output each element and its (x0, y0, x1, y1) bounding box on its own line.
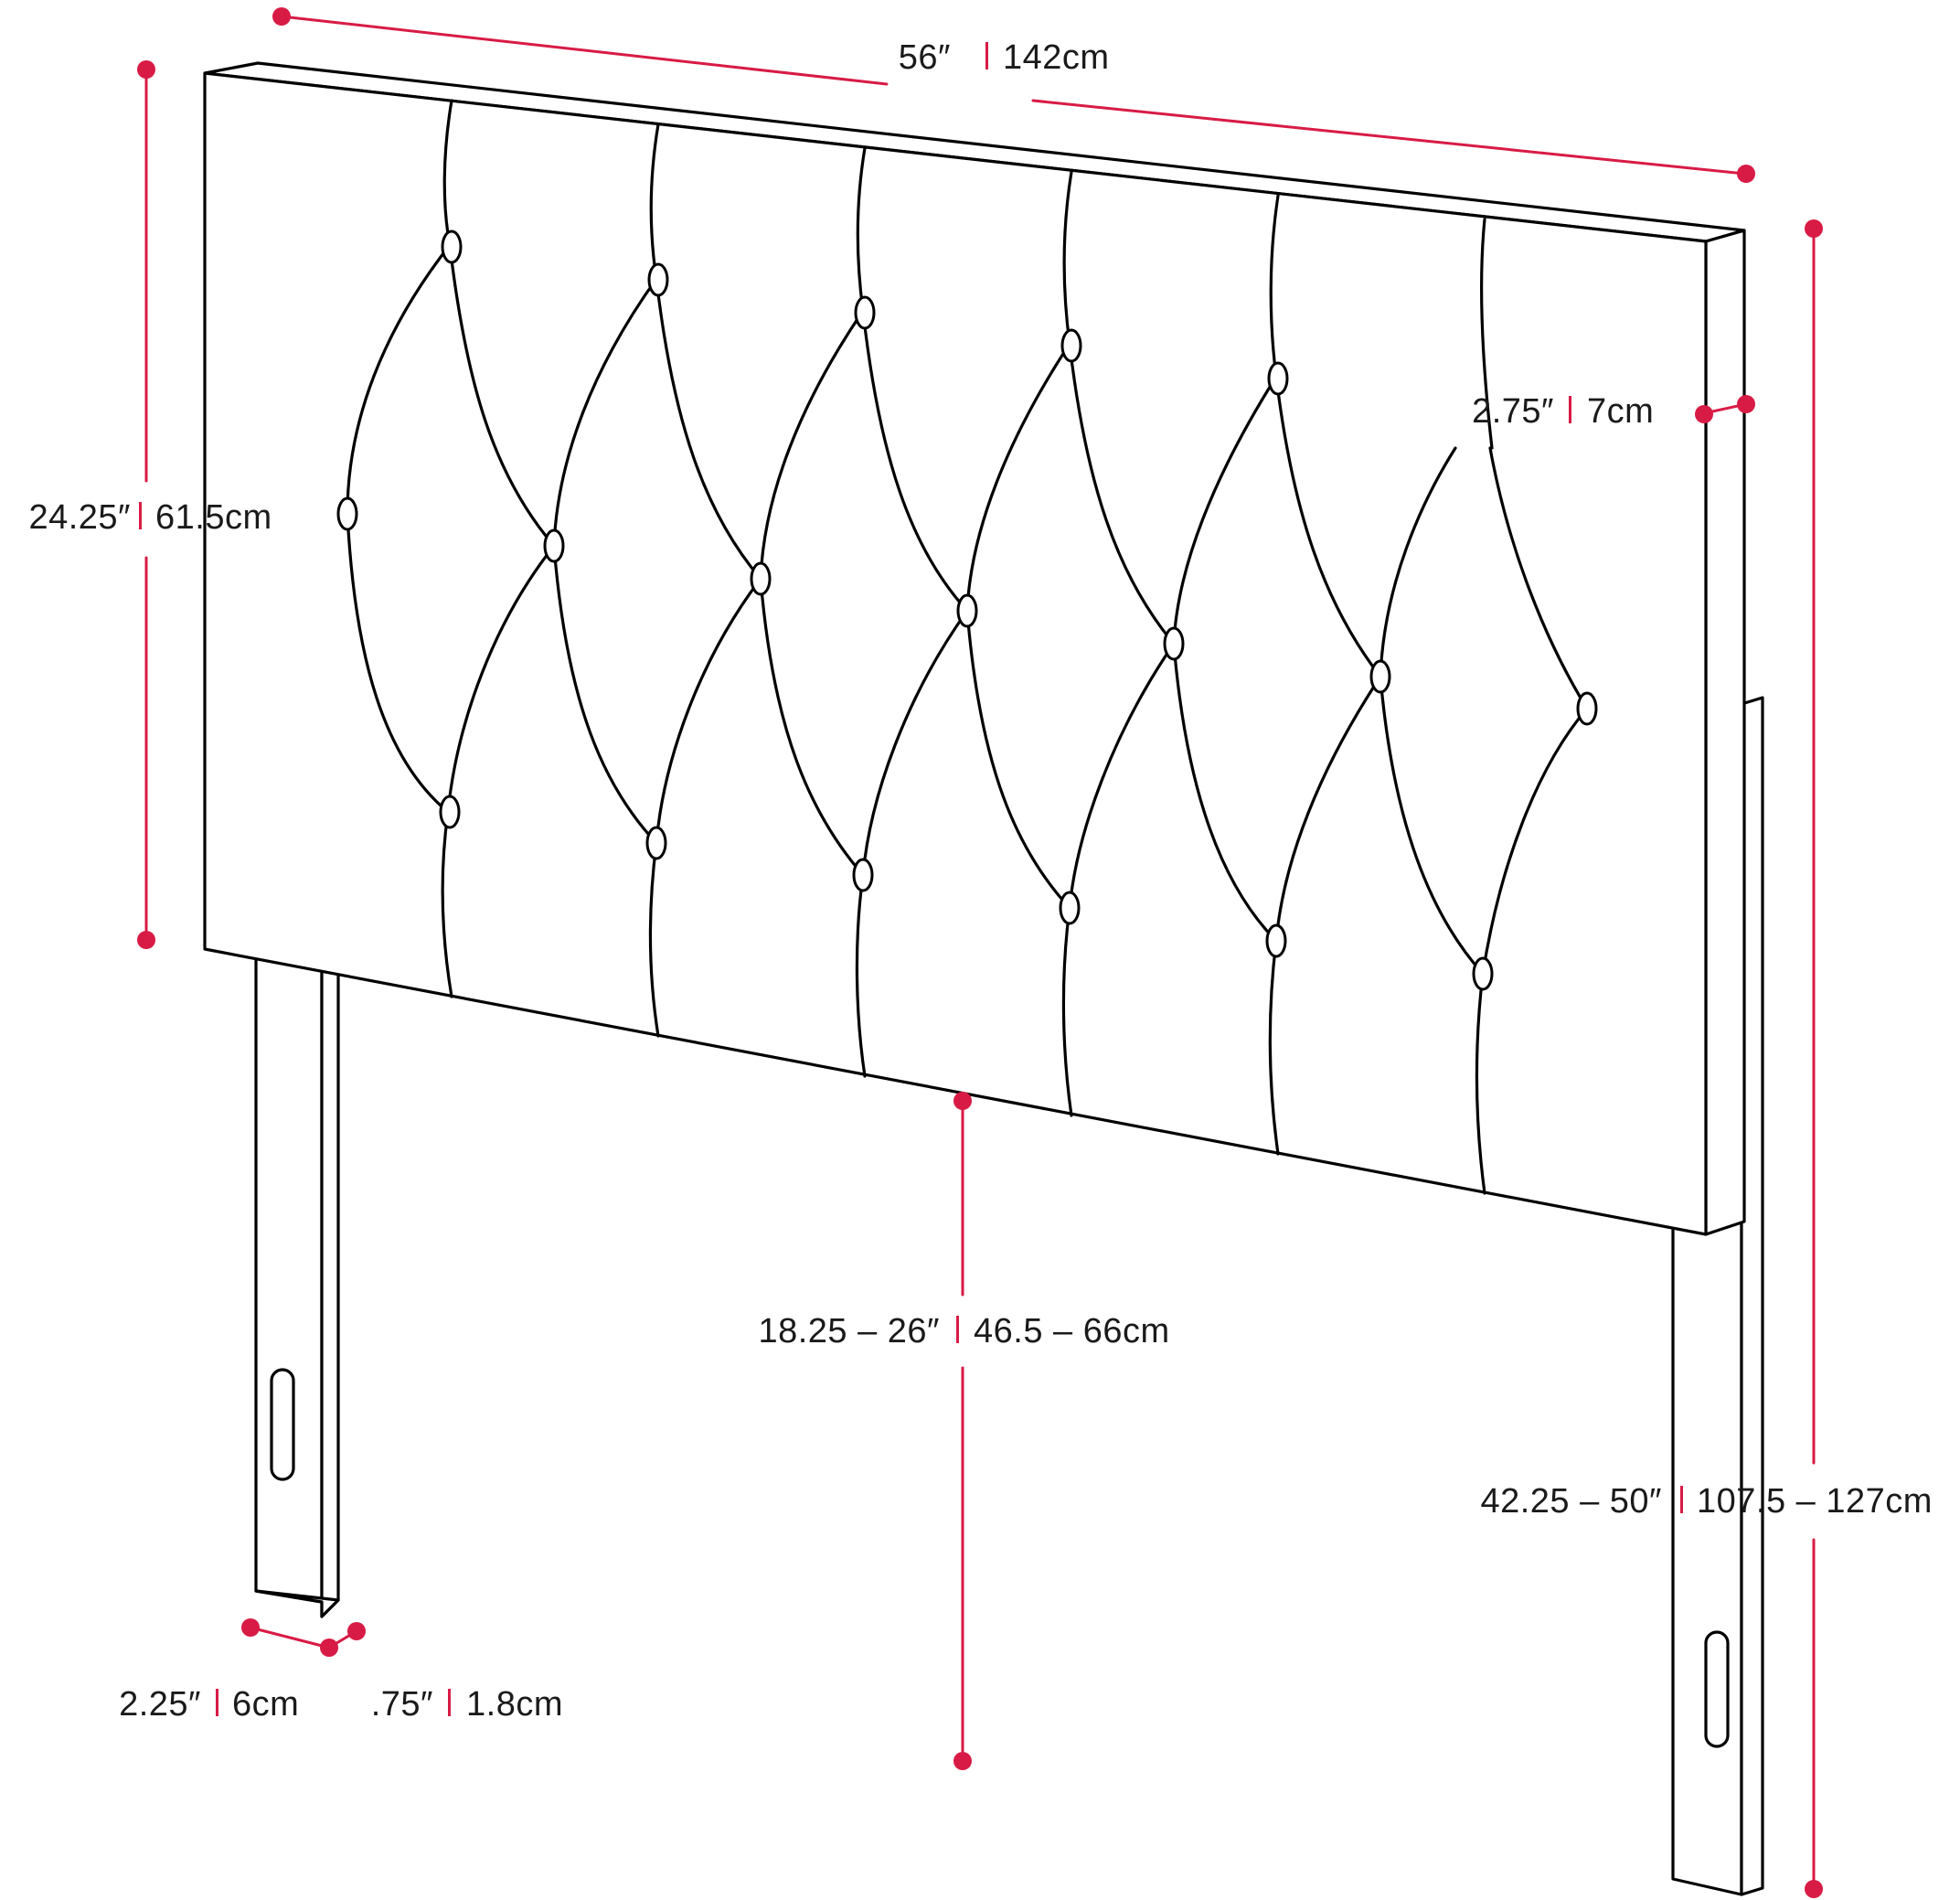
tufting-buttons (336, 229, 1598, 991)
tuft-button (439, 795, 461, 829)
tuft-button (956, 593, 978, 628)
tuft-button (1472, 956, 1494, 991)
right-leg (1671, 696, 1764, 1896)
panel-height-dimension: 24.25″ 61.5cm (28, 60, 272, 949)
tuft-button (1059, 891, 1081, 925)
total-height-metric-label: 107.5 – 127cm (1697, 1482, 1933, 1521)
headboard-panel (203, 61, 1746, 1236)
total-height-dimension: 42.25 – 50″ 107.5 – 127cm (1480, 219, 1932, 1898)
right-leg-slot (1704, 1630, 1730, 1748)
leg-clearance-dimension: 18.25 – 26″ 46.5 – 66cm (758, 1092, 1169, 1770)
panel-side-face (1704, 229, 1746, 1236)
tuft-button (441, 229, 463, 264)
leg-clearance-metric-label: 46.5 – 66cm (974, 1312, 1170, 1350)
depth-dimension: 2.75″ 7cm (1472, 392, 1755, 431)
leg-thickness-imperial-label: .75″ (371, 1685, 433, 1724)
left-leg-slot (270, 1368, 295, 1481)
tuft-button (1265, 923, 1287, 958)
depth-imperial-label: 2.75″ (1472, 392, 1554, 431)
leg-clearance-imperial-label: 18.25 – 26″ (758, 1312, 940, 1350)
tuft-button (852, 858, 874, 892)
tuft-button (1369, 659, 1391, 694)
tuft-button (1576, 691, 1598, 726)
tuft-button (336, 496, 358, 531)
left-leg (254, 949, 340, 1618)
leg-thickness-metric-label: 1.8cm (466, 1685, 563, 1724)
panel-front-face (203, 71, 1708, 1236)
leg-width-metric-label: 6cm (232, 1685, 299, 1724)
tufting-seams (346, 99, 1589, 1195)
tuft-button (1060, 328, 1082, 363)
tuft-button (1163, 626, 1185, 661)
tuft-button (647, 262, 669, 297)
leg-width-imperial-label: 2.25″ (119, 1685, 201, 1724)
tuft-button (854, 295, 876, 330)
panel-height-imperial-label: 24.25″ (28, 498, 131, 537)
width-imperial-label: 56″ (899, 38, 951, 77)
width-dimension: 56″ 142cm (272, 7, 1755, 183)
panel-height-metric-label: 61.5cm (155, 498, 272, 537)
tuft-button (750, 561, 772, 596)
tuft-button (1267, 361, 1289, 396)
tuft-button (543, 528, 565, 563)
tuft-button (645, 826, 667, 860)
total-height-imperial-label: 42.25 – 50″ (1480, 1482, 1662, 1521)
leg-size-dimensions: 2.25″ 6cm .75″ 1.8cm (119, 1618, 563, 1724)
depth-metric-label: 7cm (1587, 392, 1654, 431)
width-metric-label: 142cm (1003, 38, 1110, 77)
